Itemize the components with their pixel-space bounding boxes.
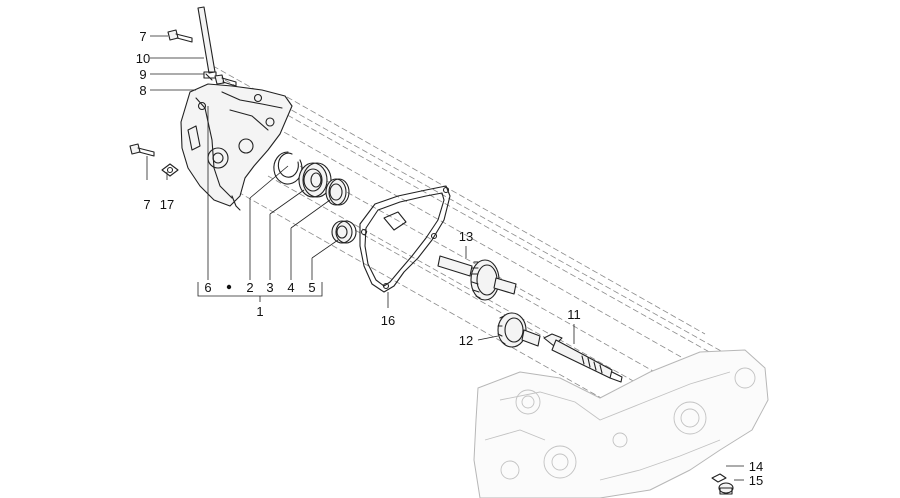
- bolt-top: [167, 29, 193, 43]
- bolt-left: [129, 143, 155, 157]
- callout-1: 1: [256, 304, 263, 319]
- dipstick-tube: [197, 6, 216, 81]
- crankcase-ghost: [473, 349, 769, 498]
- drain-plug: [711, 473, 734, 495]
- callout-7-left: 7: [143, 197, 150, 212]
- callout-7-top: 7: [139, 29, 146, 44]
- callout-10: 10: [136, 51, 150, 66]
- callout-5: 5: [308, 280, 315, 295]
- callout-12: 12: [459, 333, 473, 348]
- callout-11: 11: [567, 307, 581, 322]
- leader-lines: [146, 35, 744, 481]
- bolt-cover: [214, 74, 237, 87]
- oil-seal: [325, 178, 350, 206]
- small-bearing: [331, 220, 357, 244]
- gear-shaft-13: [437, 255, 517, 301]
- callout-3: 3: [266, 280, 273, 295]
- circlip: [273, 151, 303, 185]
- callout-9: 9: [139, 67, 146, 82]
- reference-dot: [226, 284, 232, 290]
- callout-14: 14: [749, 459, 763, 474]
- callout-16: 16: [381, 313, 395, 328]
- gear-12: [497, 312, 541, 348]
- gasket: [359, 185, 451, 293]
- bearing: [298, 162, 332, 198]
- callout-2: 2: [246, 280, 253, 295]
- callout-17: 17: [160, 197, 174, 212]
- shaft-11: [543, 333, 623, 383]
- callout-6: 6: [204, 280, 211, 295]
- washer: [161, 163, 179, 177]
- callouts: 7 10 9 8 7 17 6 2 3 4 5 1 16 13 12 11 14…: [136, 29, 763, 488]
- callout-13: 13: [459, 229, 473, 244]
- callout-8: 8: [139, 83, 146, 98]
- callout-4: 4: [287, 280, 294, 295]
- callout-15: 15: [749, 473, 763, 488]
- transmission-cover: [180, 83, 293, 211]
